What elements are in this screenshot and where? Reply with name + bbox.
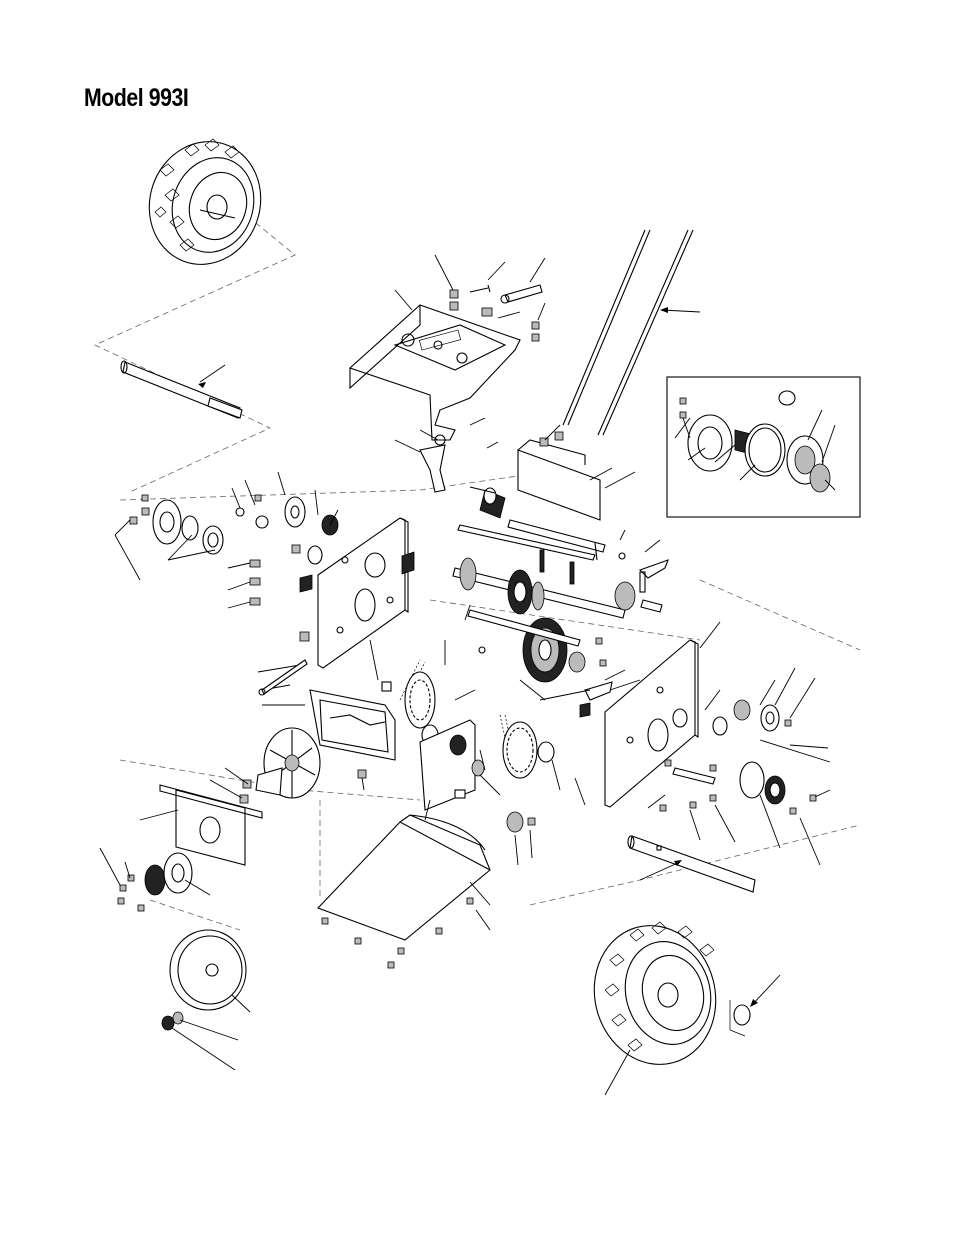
- drive-disc: [210, 728, 320, 803]
- left-bearing-flange-cluster: [115, 472, 338, 641]
- inset-clutch-assembly: [667, 377, 860, 517]
- lower-left-housing: [100, 785, 262, 911]
- shift-lever: [395, 430, 445, 492]
- hub-cap: [730, 975, 780, 1036]
- shift-rods: [563, 230, 700, 435]
- frame-right-side-plate: [580, 640, 698, 807]
- axle-left: [121, 361, 242, 418]
- wheel-bottom-right: [579, 912, 731, 1095]
- drive-sprockets: [453, 487, 668, 618]
- tie-rod-left: [259, 660, 307, 695]
- axle-right: [628, 836, 755, 892]
- friction-wheel: [468, 610, 606, 682]
- shift-bracket-plate: [518, 425, 635, 520]
- wheel-top-left: [134, 127, 277, 279]
- pulley-bottom-left: [162, 930, 250, 1070]
- gear-case-bracket: [310, 690, 484, 810]
- frame-upper: [350, 290, 520, 440]
- bottom-cover-plate: [318, 815, 490, 968]
- frame-left-side-plate: [318, 518, 414, 668]
